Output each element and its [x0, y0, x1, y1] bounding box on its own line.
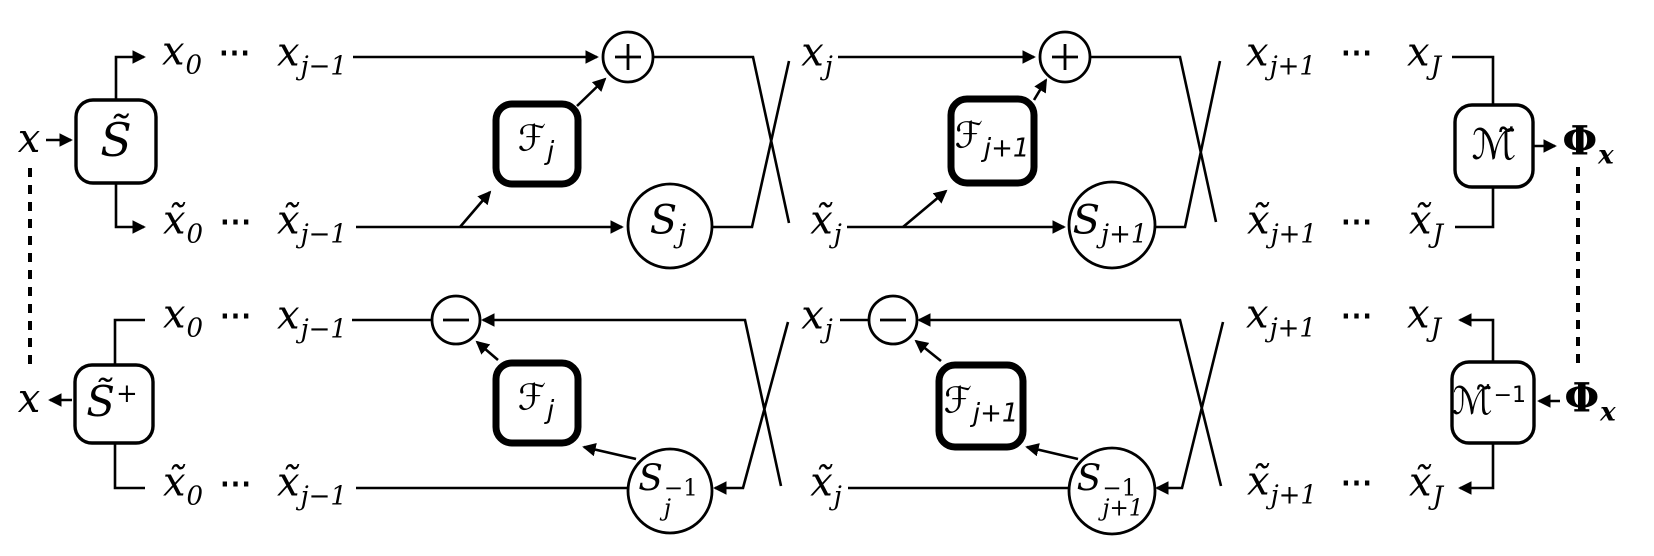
- ellipsis-inverse-bottom-right: ⋯: [1340, 463, 1376, 501]
- label-xj-inverse: xj: [801, 292, 833, 345]
- plus-icon: [615, 44, 641, 70]
- ellipsis-inverse-top-right: ⋯: [1340, 296, 1376, 334]
- label-xtjm1-forward: x̃j−1: [277, 197, 347, 250]
- scaler-j-label: Sj: [649, 197, 687, 250]
- label-xtjp1-forward: x̃j+1: [1247, 197, 1317, 250]
- label-xtj-inverse: x̃j: [810, 459, 842, 512]
- wire-splitter-to-x0: [114, 50, 146, 101]
- ellipsis-forward-bottom-left: ⋯: [219, 202, 255, 240]
- predictor-j1-forward-label: ℱj+1: [954, 115, 1030, 164]
- wire-predictor-j1-to-subtractor-j1: [914, 339, 942, 363]
- ellipsis-forward-top-right: ⋯: [1340, 33, 1376, 71]
- predictor-j1-forward-block: [947, 95, 1038, 187]
- wire-predictor-j-to-subtractor-j: [475, 340, 499, 361]
- label-xtjp1-inverse: x̃j+1: [1247, 458, 1317, 511]
- predictor-j-inverse-block: [492, 359, 582, 447]
- wire-unmerger-to-xJ: [1458, 313, 1495, 362]
- label-xjp1-inverse: xj+1: [1246, 291, 1316, 344]
- predictor-j-inverse-label: ℱj: [517, 377, 555, 426]
- wire-xtj-cross-to-subtractor-j: [481, 313, 783, 487]
- label-x0-inverse: x0: [162, 291, 204, 344]
- wire-xjp1-cross-to-invscaler-j1: [1155, 321, 1225, 495]
- label-output-x: x: [17, 376, 41, 422]
- label-xt0-forward: x̃0: [162, 197, 204, 250]
- merger-label: ℳ̃: [1471, 120, 1517, 169]
- wire-predictor-j1-to-adder-j1: [1032, 78, 1048, 101]
- label-xJ-forward: xJ: [1407, 29, 1441, 82]
- inverse-splitter-label: S̃+: [86, 377, 138, 427]
- wire-invscaler-j-to-predictor-j: [582, 443, 637, 461]
- label-xj-forward: xj: [801, 29, 833, 82]
- wire-xtJ-to-merger: [1455, 188, 1495, 229]
- wire-xt0-to-unsplitter: [113, 443, 145, 490]
- label-xjm1-inverse: xj−1: [277, 292, 347, 345]
- predictor-j-forward-block: [492, 100, 582, 188]
- inverse-scaler-j1-node: [1067, 446, 1157, 536]
- plus-icon: [1052, 44, 1078, 70]
- wire-branch-to-predictor-j: [459, 190, 492, 228]
- wire-scaler-j-cross-up: [712, 60, 791, 229]
- wire-xtjp1-cross-to-subtractor-j1: [917, 313, 1223, 487]
- predictor-j1-inverse-label: ℱj+1: [943, 380, 1019, 429]
- label-phi-forward: Φx: [1562, 117, 1614, 171]
- inverse-row-wires: [48, 313, 1560, 495]
- inverse-splitter-block: [73, 363, 155, 445]
- inverse-scaler-j-node: [626, 447, 714, 535]
- inverse-merger-label: ℳ̃−1: [1451, 379, 1527, 423]
- ellipsis-inverse-bottom-left: ⋯: [219, 464, 255, 502]
- ellipsis-inverse-top-left: ⋯: [219, 296, 255, 334]
- label-xtJ-forward: x̃J: [1409, 197, 1443, 250]
- scaler-j-node: [626, 182, 714, 270]
- label-xt0-inverse: x̃0: [162, 459, 204, 512]
- wire-unmerger-to-xtJ: [1458, 444, 1495, 495]
- wire-adder-j1-cross-down: [1090, 55, 1218, 223]
- wire-x0-to-unsplitter: [113, 318, 145, 364]
- ellipsis-forward-bottom-right: ⋯: [1340, 202, 1376, 240]
- wire-invscaler-j1-to-predictor-j1: [1025, 443, 1079, 461]
- predictor-j-forward-label: ℱj: [517, 118, 555, 167]
- wire-scaler-j1-cross-up: [1155, 60, 1222, 229]
- label-phi-inverse: Φx: [1564, 374, 1616, 428]
- splitter-block: [74, 98, 158, 185]
- merger-block: [1453, 103, 1535, 189]
- splitter-label: S̃: [100, 113, 132, 167]
- label-xtj-forward: x̃j: [810, 197, 842, 250]
- label-xtjm1-inverse: x̃j−1: [277, 459, 347, 512]
- scaler-j1-label: Sj+1: [1072, 197, 1148, 250]
- scaler-j1-node: [1067, 180, 1157, 270]
- forward-row-wires: [46, 50, 1557, 234]
- ellipsis-forward-top-left: ⋯: [218, 33, 254, 71]
- wire-adder-j-cross-down: [653, 55, 791, 224]
- inverse-merger-block: [1450, 360, 1536, 445]
- label-xJ-inverse: xJ: [1407, 291, 1441, 344]
- label-x0-forward: x0: [161, 28, 203, 81]
- label-xjp1-forward: xj+1: [1246, 29, 1316, 82]
- wire-splitter-to-xt0: [114, 182, 146, 234]
- label-input-x: x: [17, 116, 41, 162]
- wire-xj-cross-to-invscaler-j: [713, 321, 790, 495]
- predictor-j1-inverse-block: [935, 361, 1027, 451]
- label-xjm1-forward: xj−1: [277, 29, 347, 82]
- wire-xJ-to-merger: [1452, 55, 1495, 104]
- wire-branch-to-predictor-j1: [902, 189, 948, 228]
- wire-predictor-j-to-adder-j: [576, 77, 607, 107]
- label-xtJ-inverse: x̃J: [1409, 459, 1443, 512]
